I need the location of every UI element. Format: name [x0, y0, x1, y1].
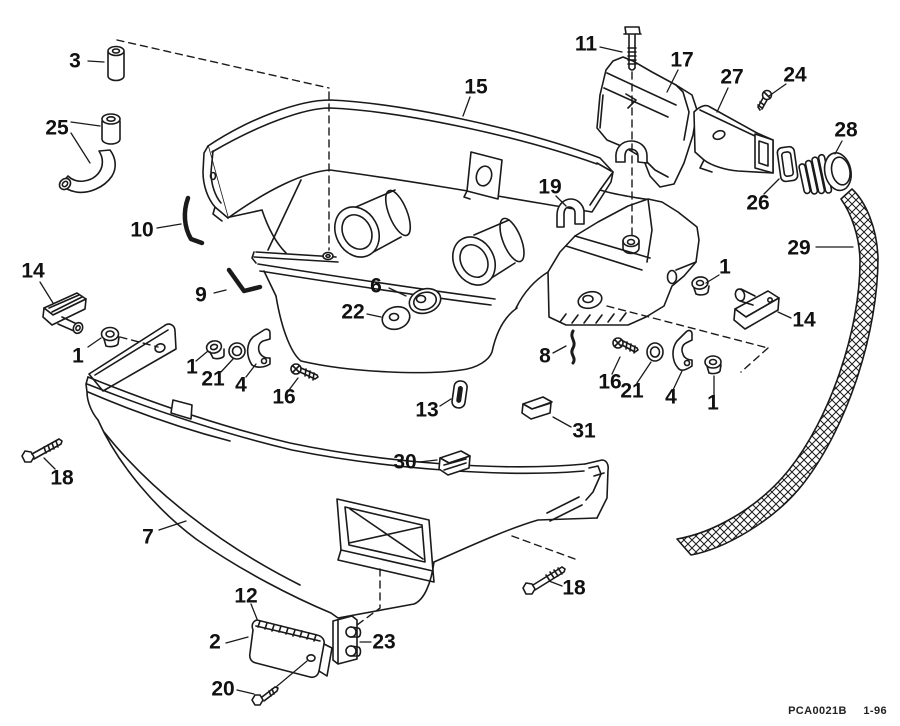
callout-27: 27	[720, 65, 744, 89]
inner-bracket	[515, 198, 700, 326]
hook-4	[246, 328, 271, 368]
screw-24	[757, 89, 773, 111]
plug-13	[451, 380, 468, 409]
callout-22: 22	[341, 300, 365, 324]
bracket-17	[596, 56, 698, 188]
bellows-28	[798, 152, 852, 195]
grommet-1	[100, 326, 120, 348]
bolt-18	[21, 438, 63, 463]
callout-21: 21	[620, 379, 644, 403]
seal-10	[182, 195, 205, 246]
callout-23: 23	[372, 630, 396, 654]
callout-15: 15	[464, 75, 488, 99]
seal-26	[776, 145, 799, 183]
callout-12: 12	[234, 584, 258, 608]
bolt-18	[522, 566, 566, 595]
callout-30: 30	[393, 450, 417, 474]
callout-4: 4	[235, 373, 247, 397]
callout-25: 25	[45, 116, 69, 140]
figure-code-number: PCA0021B	[788, 705, 847, 717]
callout-31: 31	[572, 419, 596, 443]
upper-cover-15	[202, 99, 651, 374]
seal-strip-29	[676, 188, 879, 556]
callout-1: 1	[72, 344, 84, 368]
assembly-dashed-lines	[116, 39, 769, 626]
callout-4: 4	[665, 385, 677, 409]
lower-cover-7	[85, 323, 609, 619]
hook-19	[556, 198, 585, 228]
o-ring-21	[646, 342, 664, 362]
block-31	[521, 396, 553, 420]
o-ring-21	[228, 342, 246, 360]
latch-handle-14	[733, 288, 780, 330]
callout-26: 26	[746, 191, 770, 215]
callout-9: 9	[195, 283, 207, 307]
screw-16	[290, 363, 319, 381]
callout-2: 2	[209, 630, 221, 654]
callout-16: 16	[272, 385, 296, 409]
adapter-27	[693, 104, 774, 174]
callout-14: 14	[792, 308, 816, 332]
grommet-1	[704, 355, 722, 375]
callout-17: 17	[670, 48, 694, 72]
callout-1: 1	[186, 355, 198, 379]
callout-18: 18	[562, 576, 586, 600]
exhaust-tube	[451, 217, 525, 286]
exhaust-tube	[334, 189, 412, 258]
bolt-11	[623, 26, 642, 71]
bushing-1	[205, 340, 225, 360]
callout-11: 11	[574, 32, 598, 56]
callout-14: 14	[21, 259, 45, 283]
hook-4	[672, 329, 693, 371]
spacer-3	[107, 45, 125, 82]
callout-1: 1	[707, 391, 719, 415]
screw-20	[251, 660, 308, 706]
screw-16	[612, 337, 639, 354]
block-30	[438, 450, 471, 476]
callout-8: 8	[539, 344, 551, 368]
callout-10: 10	[130, 218, 154, 242]
hose-25	[58, 113, 121, 194]
callout-18: 18	[50, 466, 74, 490]
callout-20: 20	[211, 677, 235, 701]
callout-1: 1	[719, 255, 731, 279]
callout-13: 13	[415, 398, 439, 422]
plug-6	[408, 287, 442, 315]
figure-code: PCA0021B 1-96	[788, 705, 887, 717]
callout-16: 16	[598, 370, 622, 394]
bracket-23	[332, 615, 362, 665]
cover-plate-2	[248, 619, 333, 679]
figure-code-date: 1-96	[863, 705, 887, 717]
callout-7: 7	[142, 525, 154, 549]
seal-9	[226, 267, 263, 294]
clip-8	[570, 329, 576, 365]
grommet-22	[381, 305, 411, 331]
callout-3: 3	[69, 49, 81, 73]
callout-6: 6	[370, 274, 382, 298]
callout-24: 24	[783, 63, 807, 87]
callout-19: 19	[538, 175, 562, 199]
callout-21: 21	[201, 367, 225, 391]
callout-28: 28	[834, 118, 858, 142]
leader-lines	[39, 46, 854, 695]
latch-handle-14	[42, 292, 87, 335]
grommet-1	[691, 276, 710, 296]
clamp-bracket	[615, 140, 648, 164]
callout-29: 29	[787, 236, 811, 260]
